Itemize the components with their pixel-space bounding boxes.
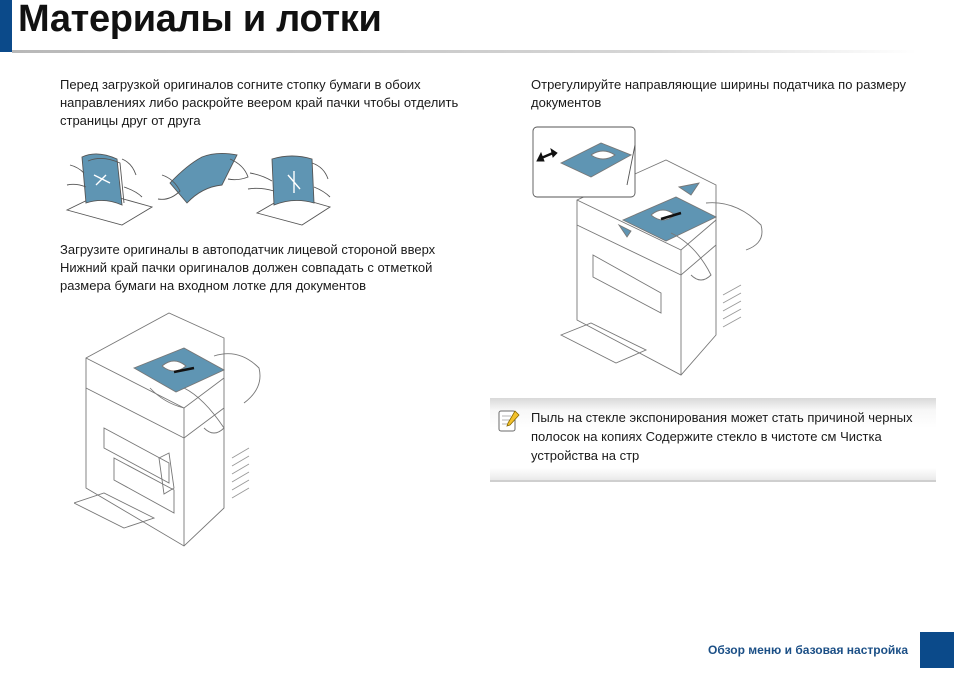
title-accent-bar [0,0,12,52]
adf-loading-illustration [74,312,261,547]
page-number-box [920,632,954,668]
title-divider [12,50,917,53]
paper-fanning-illustration [65,152,332,226]
note-box [490,398,936,482]
page-title: Материалы и лотки [18,0,382,40]
instruction-step-1: Перед загрузкой оригиналов согните стопк… [60,77,459,128]
footer-section-title: Обзор меню и базовая настройка [708,643,908,657]
pencil-note-icon [498,410,520,432]
instruction-step-3: Отрегулируйте направляющие ширины податч… [531,77,907,110]
instruction-step-2: Загрузите оригиналы в автоподатчик лицев… [60,242,436,293]
width-guide-illustration [532,126,763,376]
note-text: Пыль на стекле экспонирования может стат… [531,410,913,463]
